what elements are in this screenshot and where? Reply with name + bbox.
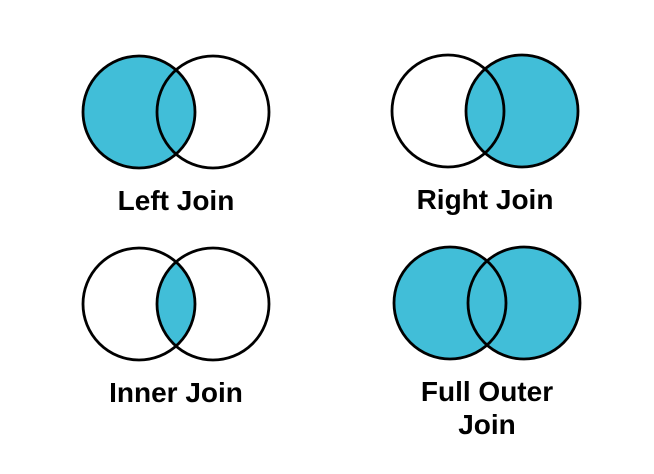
right-circle-outline	[466, 245, 582, 361]
diagram-left-join: Left Join	[56, 46, 296, 217]
right-circle-outline	[155, 54, 271, 170]
left-circle-outline	[390, 53, 506, 169]
diagram-inner-join: Inner Join	[56, 238, 296, 409]
right-circle-fill	[468, 247, 580, 359]
right-circle-outline	[155, 246, 271, 362]
left-circle-outline	[392, 245, 508, 361]
inner-join-label: Inner Join	[109, 377, 243, 408]
venn-full-outer-join-icon	[392, 245, 582, 361]
venn-right-join-icon	[390, 53, 580, 169]
right-join-label: Right Join	[416, 184, 554, 215]
left-circle-outline	[81, 54, 197, 170]
diagram-right-join: Right Join	[365, 45, 605, 216]
left-circle-fill	[83, 56, 195, 168]
right-circle-fill	[466, 55, 578, 167]
venn-inner-join-icon	[81, 246, 271, 362]
left-circle-outline	[81, 246, 197, 362]
venn-left-join-icon	[81, 54, 271, 170]
left-join-label: Left Join	[117, 185, 235, 216]
full-outer-join-label: Full Outer Join	[420, 376, 554, 440]
diagram-full-outer-join: Full Outer Join	[367, 237, 607, 441]
right-circle-outline	[464, 53, 580, 169]
intersection-fill	[157, 248, 195, 360]
